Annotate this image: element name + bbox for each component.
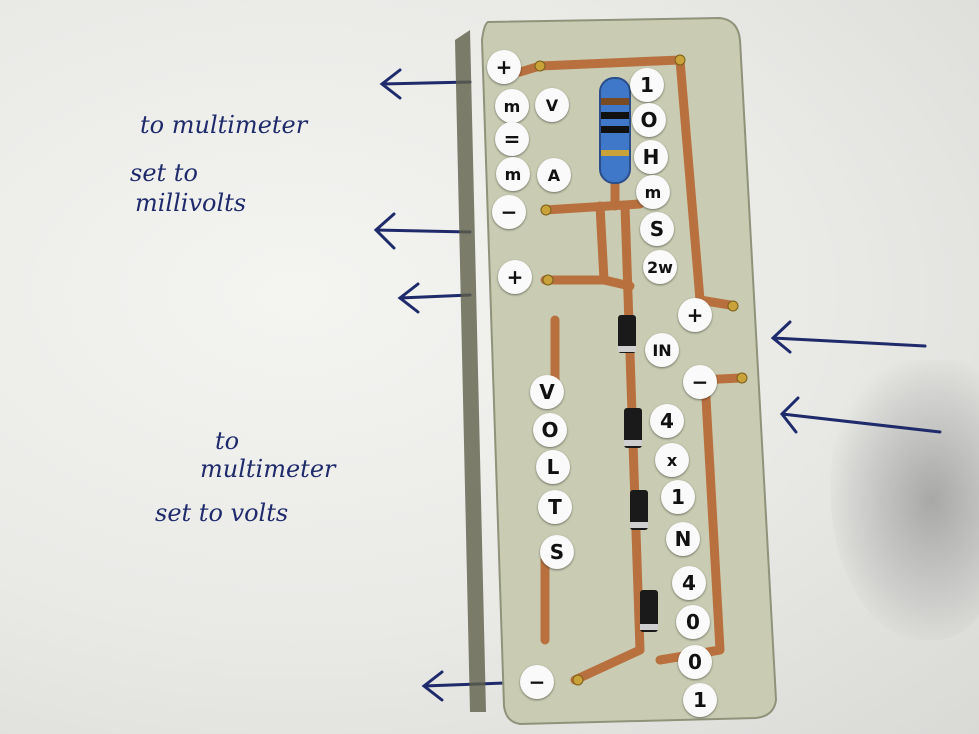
label-diode-1: 4 (650, 404, 684, 438)
label-in-plus: + (678, 298, 712, 332)
label-ohm-1: 1 (630, 68, 664, 102)
label-ma-a: A (537, 158, 571, 192)
note-top-line2: set to (130, 159, 198, 187)
arrow-left-4 (421, 670, 507, 702)
label-in-minus: − (683, 365, 717, 399)
note-bottom-line2: multimeter (200, 455, 336, 483)
label-equals: = (495, 122, 529, 156)
label-plus-mid: + (498, 260, 532, 294)
board-shadow (455, 30, 486, 712)
label-volts-s: S (540, 535, 574, 569)
label-minus-top: − (492, 195, 526, 229)
resistor (599, 77, 631, 184)
label-diode-6: 0 (676, 605, 710, 639)
label-diode-7: 0 (678, 645, 712, 679)
label-ohm-3: H (634, 140, 668, 174)
label-minus-bottom: − (520, 665, 554, 699)
arrow-left-3 (397, 282, 472, 314)
note-top-line3: millivolts (135, 189, 247, 217)
label-volts-o: O (533, 413, 567, 447)
pins (534, 54, 748, 686)
diodes (618, 315, 658, 632)
label-mv-m: m (495, 89, 529, 123)
label-in: IN (645, 333, 679, 367)
label-volts-l: L (536, 450, 570, 484)
label-diode-5: 4 (672, 566, 706, 600)
arrow-left-1 (379, 68, 472, 100)
label-ohm-2: O (632, 103, 666, 137)
label-ohm-6: 2w (643, 250, 677, 284)
arrow-left-2 (373, 212, 472, 250)
note-bottom-line1: to (215, 427, 240, 455)
note-bottom-line3: set to volts (155, 499, 289, 527)
arrow-right-2 (780, 396, 942, 434)
label-diode-4: N (666, 522, 700, 556)
label-volts-v: V (530, 375, 564, 409)
label-diode-3: 1 (661, 480, 695, 514)
label-mv-v: V (535, 88, 569, 122)
label-ohm-4: m (636, 175, 670, 209)
label-plus-top: + (487, 50, 521, 84)
label-ohm-5: S (640, 212, 674, 246)
arrows (373, 68, 942, 702)
label-volts-t: T (538, 490, 572, 524)
arrow-right-1 (770, 320, 927, 354)
label-diode-8: 1 (683, 683, 717, 717)
note-top-line1: to multimeter (140, 111, 308, 139)
label-diode-2: x (655, 443, 689, 477)
label-ma-m: m (496, 157, 530, 191)
